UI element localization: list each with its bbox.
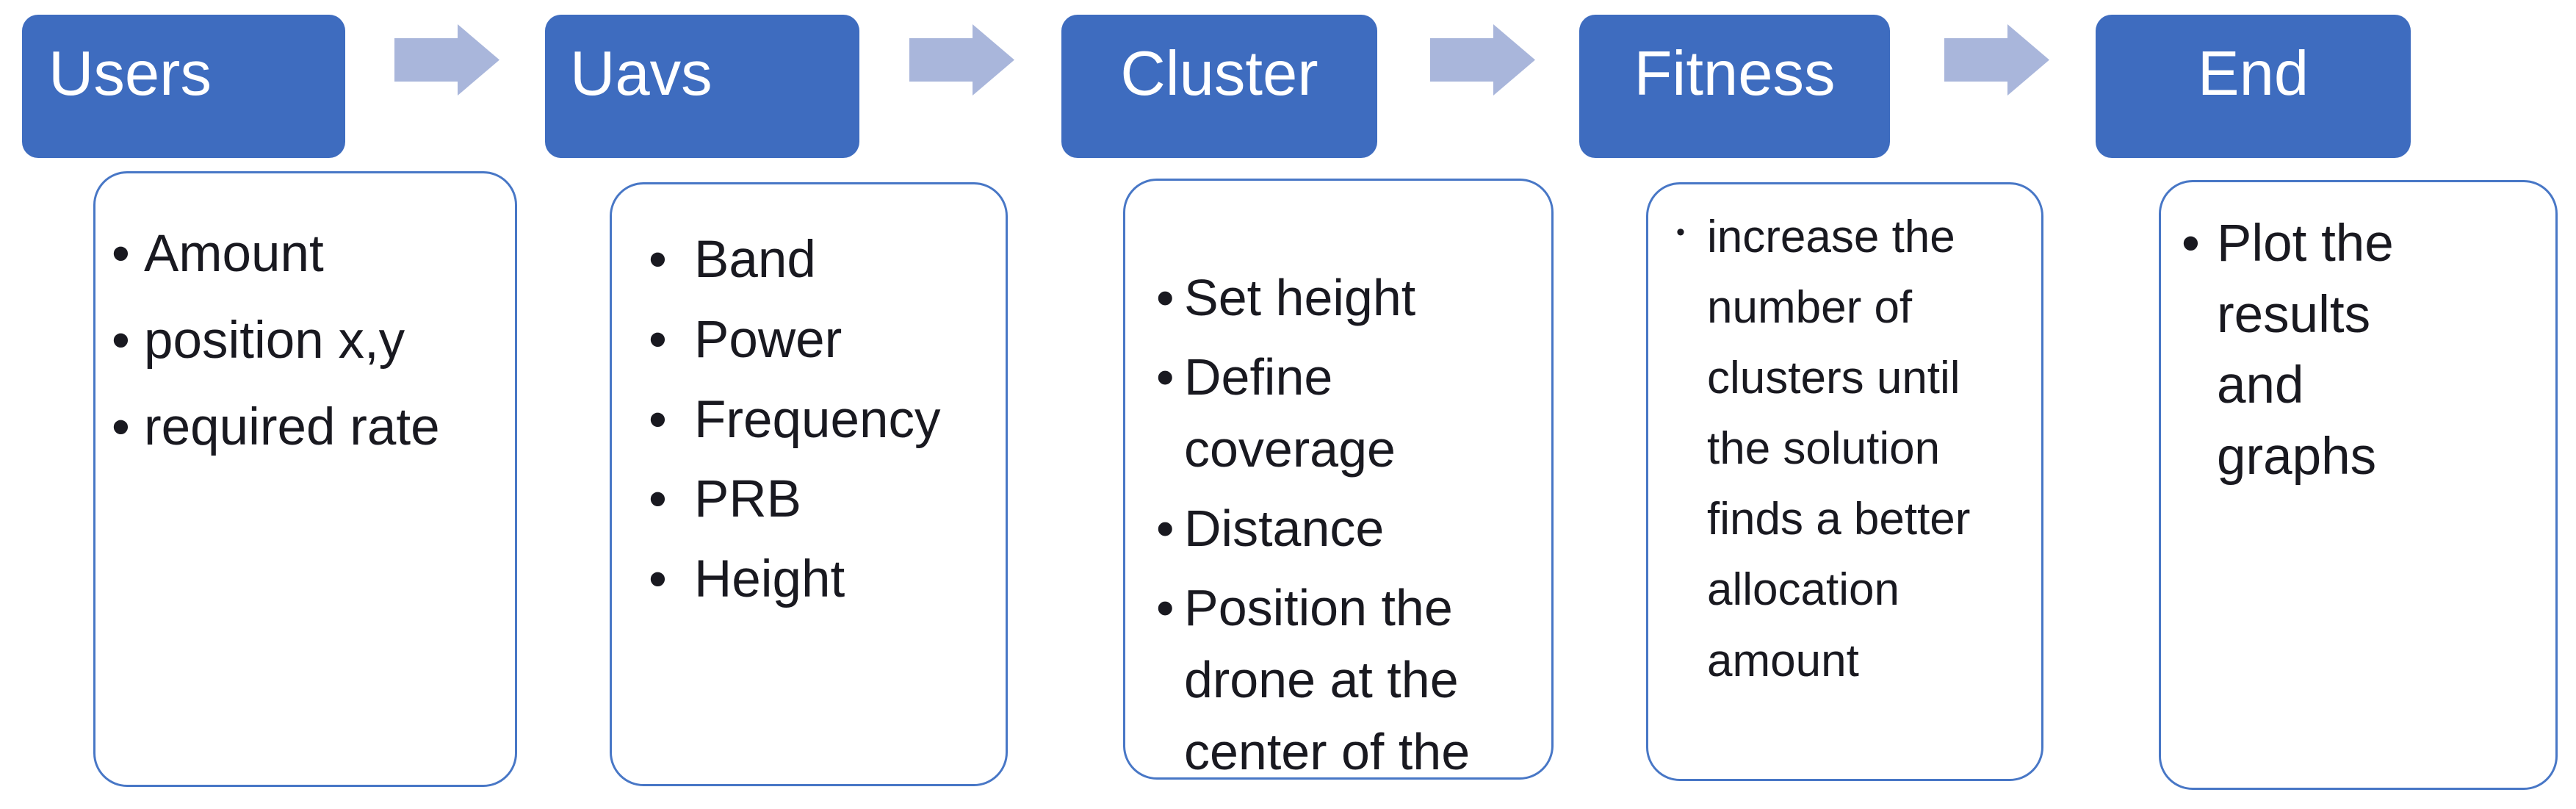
bullet-item: Define coverage <box>1125 341 1551 485</box>
bullet-list: Band Power Frequency PRB Height <box>612 184 1006 617</box>
stage-body-users: Amount position x,y required rate <box>93 171 517 787</box>
bullet-item: position x,y <box>95 304 515 378</box>
bullet-item: Band <box>612 223 1006 298</box>
bullet-item: Distance <box>1125 492 1551 564</box>
arrow-right-icon <box>1430 24 1535 96</box>
bullet-item: required rate <box>95 391 515 465</box>
stage-title-uavs: Uavs <box>570 39 712 109</box>
arrow-right-icon <box>394 24 499 96</box>
bullet-item: Height <box>612 543 1006 617</box>
bullet-list: Plot the results and graphs <box>2161 182 2555 492</box>
stage-header-cluster: Cluster <box>1061 15 1377 158</box>
stage-body-end: Plot the results and graphs <box>2159 180 2558 790</box>
bullet-item: Set height <box>1125 262 1551 334</box>
bullet-item: PRB <box>612 463 1006 537</box>
stage-title-end: End <box>2197 39 2309 109</box>
stage-header-users: Users <box>22 15 345 158</box>
bullet-item: Frequency <box>612 384 1006 458</box>
stage-header-fitness: Fitness <box>1579 15 1890 158</box>
stage-title-cluster: Cluster <box>1120 39 1318 109</box>
stage-header-end: End <box>2096 15 2411 158</box>
stage-title-users: Users <box>48 39 212 109</box>
bullet-item: increase the number of clusters until th… <box>1648 202 2041 697</box>
arrow-right-icon <box>909 24 1014 96</box>
stage-header-uavs: Uavs <box>545 15 859 158</box>
stage-body-fitness: increase the number of clusters until th… <box>1646 182 2043 781</box>
arrow-right-icon <box>1944 24 2049 96</box>
stage-body-uavs: Band Power Frequency PRB Height <box>610 182 1008 786</box>
bullet-item: Amount <box>95 217 515 292</box>
stage-body-cluster: Set height Define coverage Distance Posi… <box>1123 179 1554 780</box>
bullet-item: Power <box>612 303 1006 378</box>
bullet-list: Set height Define coverage Distance Posi… <box>1125 181 1551 777</box>
bullet-item: Position the drone at the center of the … <box>1125 572 1551 777</box>
bullet-list: Amount position x,y required rate <box>95 173 515 464</box>
bullet-item: Plot the results and graphs <box>2161 209 2555 492</box>
bullet-list: increase the number of clusters until th… <box>1648 184 2041 697</box>
stage-title-fitness: Fitness <box>1634 39 1836 109</box>
